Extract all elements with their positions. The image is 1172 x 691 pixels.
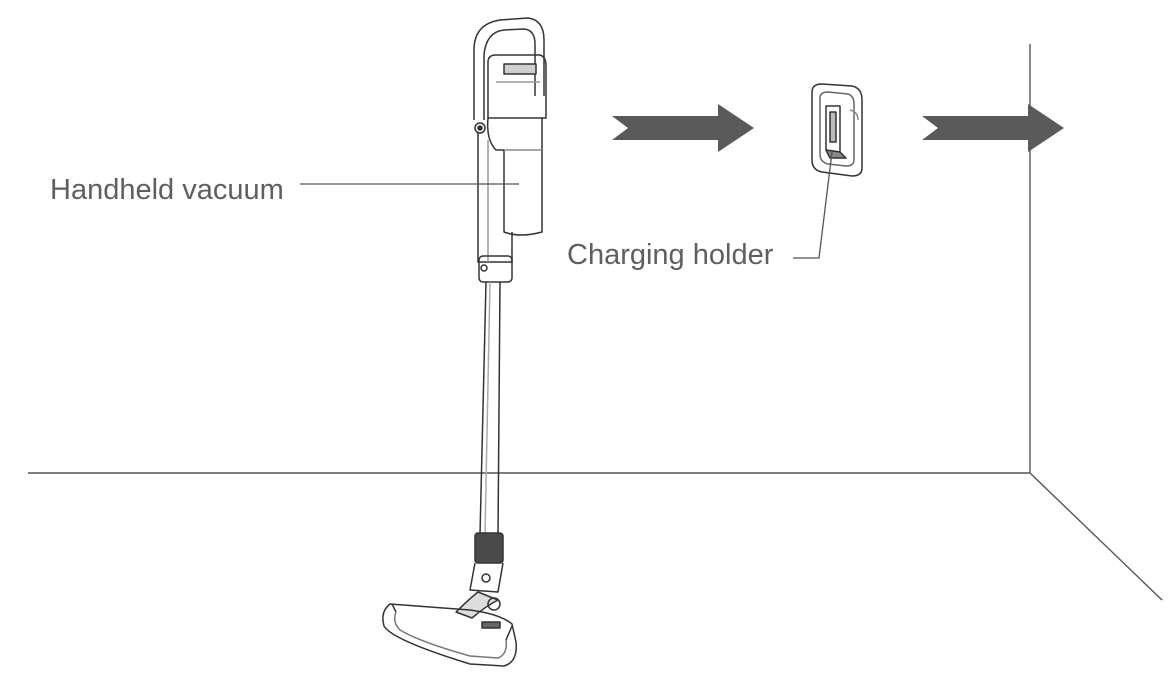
handheld-vacuum-label: Handheld vacuum (50, 174, 284, 206)
floor-corner-edge (1029, 472, 1163, 601)
charging-holder-illustration (811, 83, 863, 177)
stick-vacuum-illustration (382, 17, 547, 667)
charging-holder-label: Charging holder (567, 239, 774, 271)
arrow-right-icon (612, 104, 754, 152)
arrow-right-icon (922, 104, 1064, 152)
holder-leader-line (793, 151, 833, 259)
